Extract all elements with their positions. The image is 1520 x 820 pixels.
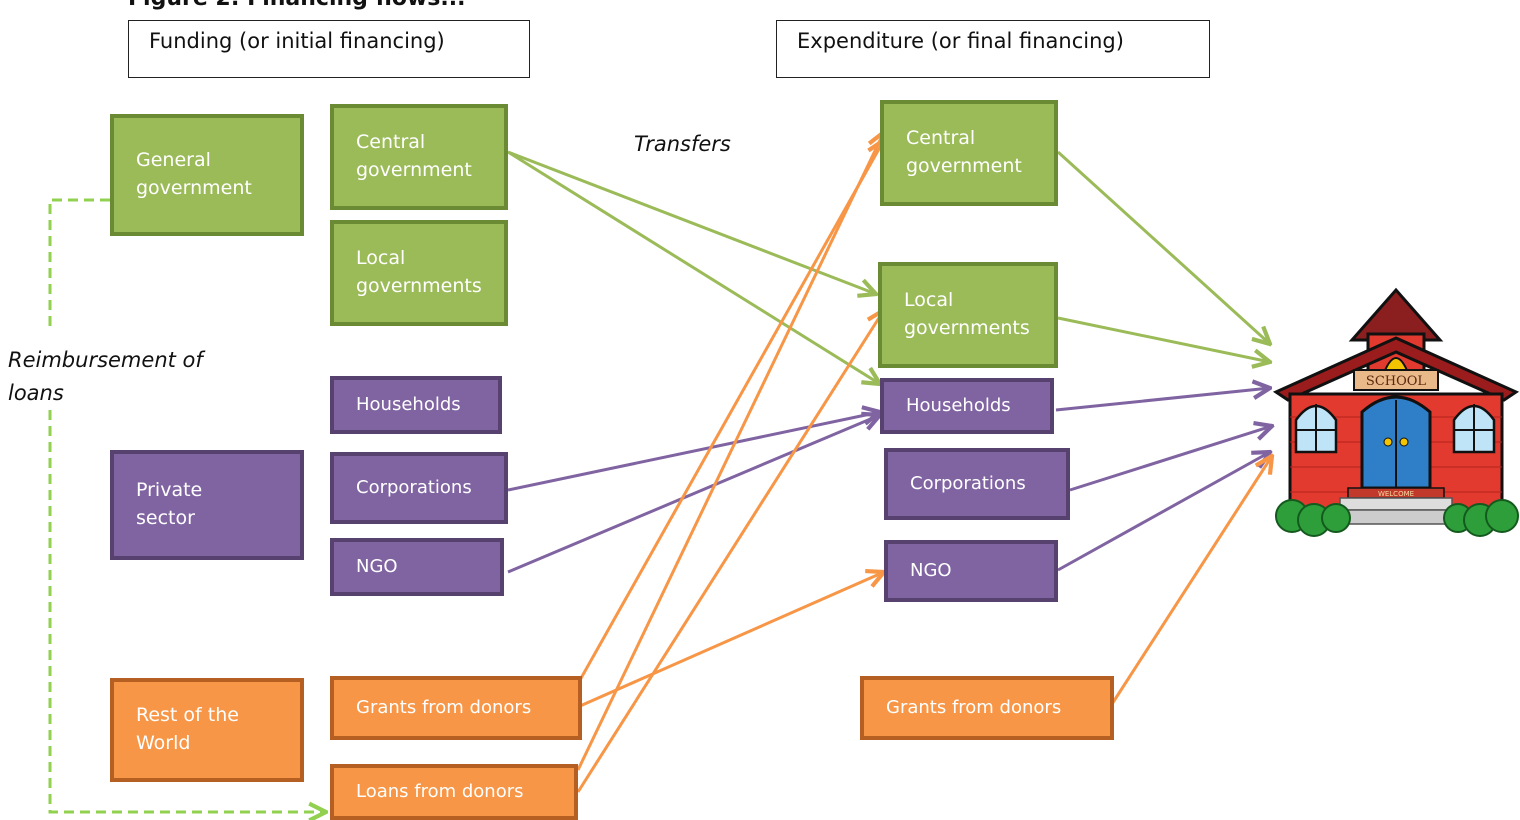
expenditure-ngo: NGO — [884, 540, 1058, 602]
funding-header: Funding (or initial financing) — [128, 20, 530, 78]
government-transfer-arrows — [507, 150, 1270, 384]
funding-households: Households — [330, 376, 502, 434]
funding-corporations: Corporations — [330, 452, 508, 524]
donor-transfer-arrows — [576, 132, 1272, 793]
private-transfer-arrows — [507, 388, 1272, 574]
reimbursement-arrow — [48, 198, 326, 812]
figure-title-fragment: Figure 2: Financing flows... — [128, 0, 465, 11]
funding-central-government: Central government — [330, 104, 508, 210]
expenditure-households: Households — [880, 378, 1054, 434]
reimbursement-label: Reimbursement of loans — [8, 344, 223, 410]
funding-grants-from-donors: Grants from donors — [330, 676, 582, 740]
funding-loans-from-donors: Loans from donors — [330, 764, 578, 820]
group-rest-of-world: Rest of the World — [110, 678, 304, 782]
group-private-sector: Private sector — [110, 450, 304, 560]
funding-local-governments: Local governments — [330, 220, 508, 326]
school-sign-text: SCHOOL — [1366, 374, 1427, 389]
expenditure-central-government: Central government — [880, 100, 1058, 206]
expenditure-corporations: Corporations — [884, 448, 1070, 520]
transfers-label: Transfers — [634, 132, 731, 156]
expenditure-grants-from-donors: Grants from donors — [860, 676, 1114, 740]
school-building-icon: SCHOOL WELCOME — [1272, 287, 1520, 537]
school-mat-text: WELCOME — [1378, 490, 1414, 498]
expenditure-header: Expenditure (or final financing) — [776, 20, 1210, 78]
group-general-government: General government — [110, 114, 304, 236]
funding-ngo: NGO — [330, 538, 504, 596]
expenditure-local-governments: Local governments — [878, 262, 1058, 368]
